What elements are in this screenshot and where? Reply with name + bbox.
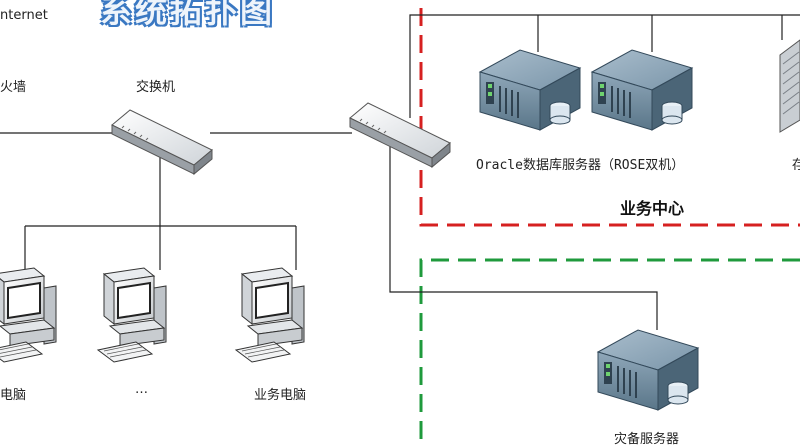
- switch-label: 交换机: [136, 80, 176, 95]
- server-icon: [597, 329, 699, 411]
- server-icon: [591, 49, 693, 131]
- backup-server-label: 灾备服务器: [614, 432, 680, 447]
- switch-icon: [349, 102, 451, 168]
- pc-right-label: 业务电脑: [254, 388, 307, 403]
- backup-zone-border: [419, 258, 800, 446]
- firewall-label: 火墙: [0, 80, 27, 95]
- computer-icon: [97, 267, 167, 363]
- pc-middle-label: …: [135, 382, 148, 397]
- oracle-server-label: Oracle数据库服务器（ROSE双机）: [476, 158, 685, 173]
- computer-icon: [235, 267, 305, 363]
- business-center-label: 业务中心: [620, 199, 685, 218]
- connection-lines: [0, 14, 800, 330]
- computer-icon: [0, 267, 57, 363]
- business-zone-border: [419, 8, 800, 227]
- server-icon: [479, 49, 581, 131]
- pc-left-label: 电脑: [0, 388, 27, 403]
- internet-label: nternet: [0, 8, 48, 23]
- diagram-title: 系统拓扑图: [100, 0, 276, 30]
- rack-server-icon: [779, 39, 800, 133]
- cut-server-label: 存: [792, 158, 800, 173]
- switch-icon: [111, 109, 213, 175]
